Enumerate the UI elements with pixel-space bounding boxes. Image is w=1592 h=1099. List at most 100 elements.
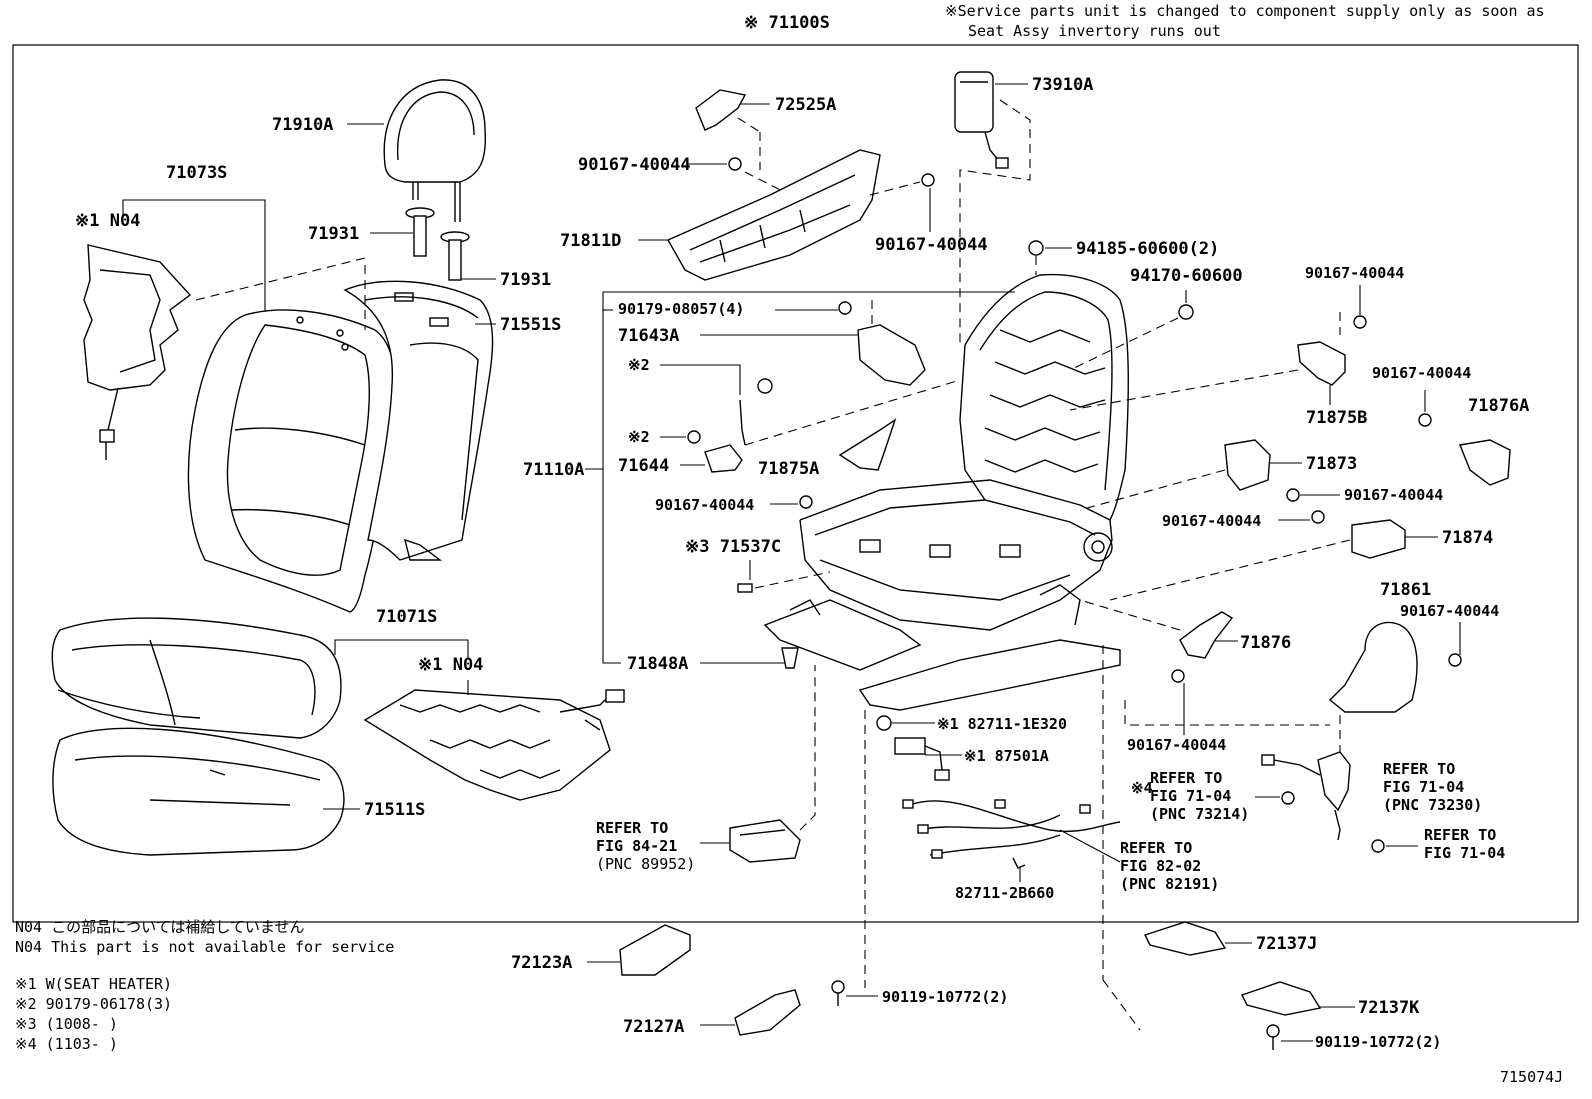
cover-72123A-drawing xyxy=(619,924,691,976)
seat-cushion-pad-drawing xyxy=(52,727,345,856)
cover-71873-drawing xyxy=(1224,439,1271,491)
ref-fig71-c-line2: FIG 71-04 xyxy=(1424,844,1505,862)
callout-72127A: 72127A xyxy=(623,1017,684,1037)
callout-82711-2B660: 82711-2B660 xyxy=(955,884,1054,902)
callout-90167-40044-d: 90167-40044 xyxy=(655,496,754,514)
side-shield-drawing xyxy=(667,149,881,281)
callout-71910A: 71910A xyxy=(272,115,333,135)
headrest-drawing xyxy=(383,79,487,222)
callout-90167-40044-h: 90167-40044 xyxy=(1400,602,1499,620)
callout-71071S-n04: ※1 N04 xyxy=(418,655,483,675)
callout-90179-08057: 90179-08057(4) xyxy=(618,300,744,318)
callout-71537C: ※3 71537C xyxy=(685,537,781,557)
ref-fig82-line3: (PNC 82191) xyxy=(1120,875,1219,893)
callout-71643A: 71643A xyxy=(618,326,679,346)
callout-71071S: 71071S xyxy=(376,607,437,627)
callout-71874: 71874 xyxy=(1442,528,1493,548)
callout-71811D: 71811D xyxy=(560,231,621,251)
callout-72137K: 72137K xyxy=(1358,998,1420,1018)
cover-71875B-drawing xyxy=(1297,341,1346,386)
callout-72123A: 72123A xyxy=(511,953,572,973)
lumbar-bracket-drawing xyxy=(857,324,926,386)
seatbelt-buckle-drawing xyxy=(1261,751,1351,841)
callout-90167-40044-i: 90167-40044 xyxy=(1127,736,1226,754)
ref-fig84-line3: (PNC 89952) xyxy=(596,855,695,873)
seat-cushion-cover-drawing xyxy=(51,617,342,739)
callout-90167-40044-f: 90167-40044 xyxy=(1344,486,1443,504)
shield-cover-drawing xyxy=(695,89,747,131)
service-note-line-2: Seat Assy invertory runs out xyxy=(968,22,1221,40)
callout-90167-40044-e-label: 90167-40044 xyxy=(1372,364,1471,382)
cover-72127A-drawing xyxy=(734,989,801,1036)
callout-73910A: 73910A xyxy=(1032,75,1093,95)
ref-fig82-line2: FIG 82-02 xyxy=(1120,857,1201,875)
callout-71931-lower: 71931 xyxy=(500,270,551,290)
callout-90167-40044-c: 90167-40044 xyxy=(1305,264,1404,282)
ref-fig71-a-line3: (PNC 73214) xyxy=(1150,805,1249,823)
cover-71874-drawing xyxy=(1351,519,1406,559)
callout-90119-10772-a: 90119-10772(2) xyxy=(882,988,1008,1006)
ref-fig71-c-line1: REFER TO xyxy=(1424,826,1496,844)
cover-71876A-drawing xyxy=(1459,439,1511,486)
seatback-heater-mat-drawing xyxy=(83,244,192,460)
note-marker-4: ※4 xyxy=(1131,779,1153,797)
note-marker-2-lower: ※2 xyxy=(628,428,650,446)
ref-fig84-line1: REFER TO xyxy=(596,819,668,837)
callout-82711-1E320: ※1 82711-1E320 xyxy=(937,715,1067,733)
callout-90167-40044-b: 90167-40044 xyxy=(875,235,988,255)
ref-fig82-line1: REFER TO xyxy=(1120,839,1192,857)
callout-71876A: 71876A xyxy=(1468,396,1529,416)
legend-note-3: ※3 (1008- ) xyxy=(15,1015,118,1033)
callout-71875B: 71875B xyxy=(1306,408,1367,428)
legend-note-2: ※2 90179-06178(3) xyxy=(15,995,172,1013)
callout-71861: 71861 xyxy=(1380,580,1431,600)
legend-note-4: ※4 (1103- ) xyxy=(15,1035,118,1053)
callout-71644: 71644 xyxy=(618,456,669,476)
callout-71875A: 71875A xyxy=(758,459,819,479)
callout-72525A: 72525A xyxy=(775,95,836,115)
seatback-cover-drawing xyxy=(187,309,396,613)
cover-72137K-drawing xyxy=(1241,981,1322,1016)
headrest-support-drawing xyxy=(405,207,470,281)
seatback-pad-drawing xyxy=(343,280,494,561)
callout-87501A: ※1 87501A xyxy=(964,747,1049,765)
legend-n04-english: N04 This part is not available for servi… xyxy=(15,938,394,956)
assembly-frame xyxy=(12,44,1579,923)
cushion-heater-mat-drawing xyxy=(363,689,625,801)
cover-71861-drawing xyxy=(1328,621,1418,713)
ref-fig71-b-line3: (PNC 73230) xyxy=(1383,796,1482,814)
ref-fig84-line2: FIG 84-21 xyxy=(596,837,677,855)
callout-71110A: 71110A xyxy=(523,460,584,480)
power-seat-switch-drawing xyxy=(954,71,1009,169)
wire-harness-drawing xyxy=(902,799,1121,869)
callout-71876: 71876 xyxy=(1240,633,1291,653)
callout-71073S: 71073S xyxy=(166,163,227,183)
legend-n04-japanese: N04 この部品については補給していません xyxy=(15,918,304,936)
callout-71551S: 71551S xyxy=(500,315,561,335)
ref-fig71-a-line1: REFER TO xyxy=(1150,769,1222,787)
callout-71931-upper: 71931 xyxy=(308,224,359,244)
callout-72137J: 72137J xyxy=(1256,934,1317,954)
ref-fig71-b-line1: REFER TO xyxy=(1383,760,1455,778)
callout-94185-60600: 94185-60600(2) xyxy=(1076,239,1219,259)
callout-71511S: 71511S xyxy=(364,800,425,820)
cover-72137J-drawing xyxy=(1144,921,1227,956)
callout-90119-10772-b: 90119-10772(2) xyxy=(1315,1033,1441,1051)
callout-71873: 71873 xyxy=(1306,454,1357,474)
ref-fig71-b-line2: FIG 71-04 xyxy=(1383,778,1464,796)
seat-frame-drawing xyxy=(763,273,1129,711)
note-marker-2-upper: ※2 xyxy=(628,356,650,374)
assembly-number-label: ※ 71100S xyxy=(744,13,830,33)
lever-drawing xyxy=(704,444,743,473)
ecu-connector-drawing xyxy=(894,737,950,781)
callout-71073S-n04: ※1 N04 xyxy=(75,211,140,231)
legend-note-1: ※1 W(SEAT HEATER) xyxy=(15,975,172,993)
ref-fig71-a-line2: FIG 71-04 xyxy=(1150,787,1231,805)
ecu-module-drawing xyxy=(729,819,801,863)
service-note-line-1: ※Service parts unit is changed to compon… xyxy=(945,2,1545,20)
callout-90167-40044-a: 90167-40044 xyxy=(578,155,691,175)
figure-number: 715074J xyxy=(1500,1068,1563,1086)
callout-71848A: 71848A xyxy=(627,654,688,674)
cover-71876-drawing xyxy=(1179,611,1234,659)
